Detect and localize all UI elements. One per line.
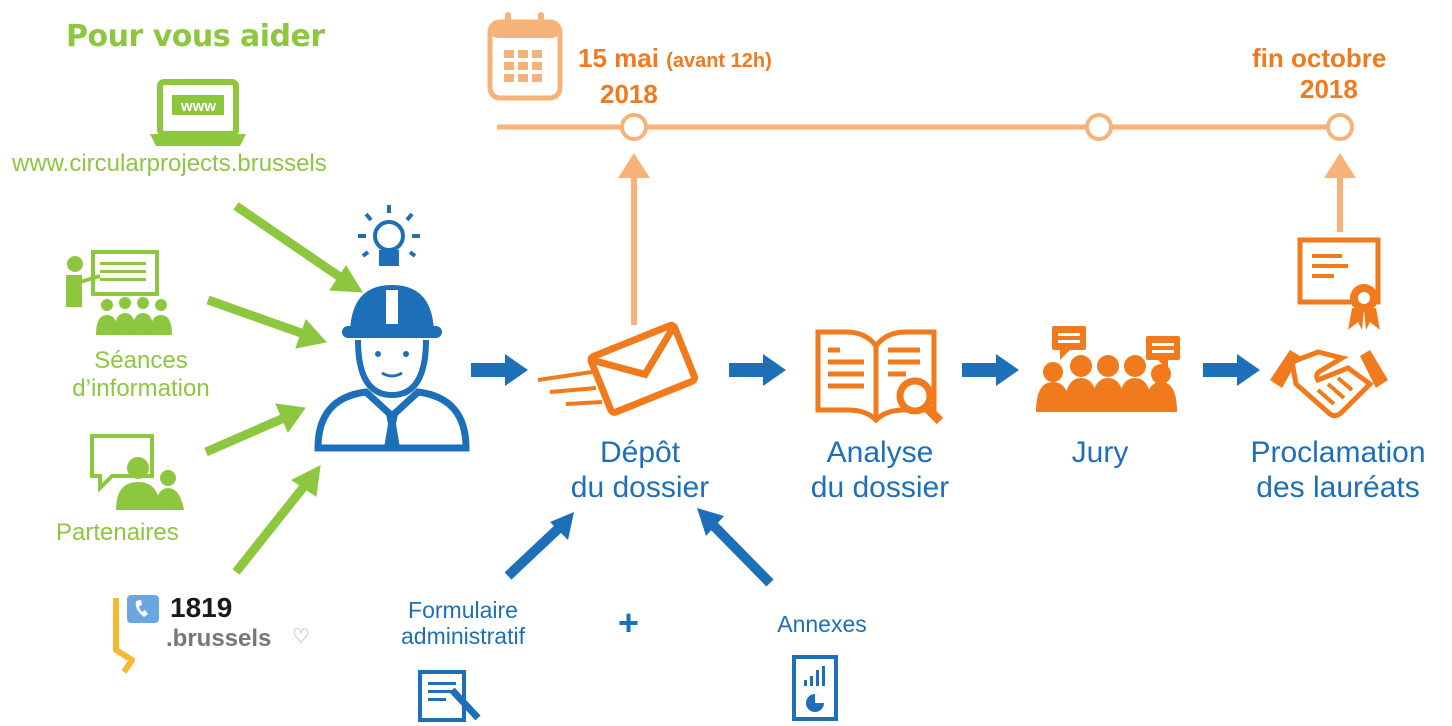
sessions-label-line2: d’information: [72, 374, 210, 402]
timeline-node-start: [620, 113, 648, 141]
worker-icon: [314, 285, 470, 452]
end-date: fin octobre: [1252, 43, 1387, 73]
stage-depot: Dépôt du dossier: [560, 436, 720, 505]
stage-depot-line1: Dépôt: [599, 436, 681, 469]
chat-people-icon: [90, 434, 184, 510]
annex-icon: [792, 655, 838, 721]
stage-proclamation-line2: des lauréats: [1256, 470, 1420, 504]
start-date: 15 mai (avant 12h): [578, 43, 772, 74]
stage-analyse-line2: du dossier: [810, 470, 950, 504]
lightbulb-icon: [358, 205, 420, 266]
hotline-number: 1819: [170, 592, 233, 623]
sessions-label-line1: Séances: [94, 347, 188, 374]
plus-sign: +: [618, 602, 640, 643]
green-arrows: [204, 202, 363, 575]
calendar-icon: [487, 12, 563, 101]
stage-analyse: Analyse du dossier: [795, 436, 965, 505]
end-year: 2018: [1300, 74, 1358, 104]
hotline-domain: .brussels: [166, 625, 272, 652]
jury-icon: [1036, 326, 1180, 412]
annexes-label: Annexes: [777, 611, 867, 637]
timeline-node-end: [1326, 113, 1354, 141]
heart-logo-icon: ♡: [292, 626, 310, 648]
stage-jury-line1: Jury: [1071, 436, 1129, 469]
blue-diagonal-arrows: [504, 508, 774, 587]
www-badge: www: [181, 98, 217, 115]
start-date-note: (avant 12h): [666, 50, 772, 72]
certificate-icon: [1297, 237, 1381, 330]
form-label-line2: administratif: [401, 623, 525, 650]
stage-proclamation: Proclamation des lauréats: [1238, 436, 1438, 505]
form-icon: [418, 670, 481, 722]
stage-analyse-line1: Analyse: [826, 436, 934, 469]
envelope-icon: [537, 321, 699, 416]
presentation-icon: [66, 250, 172, 335]
arrow-up-end: [1324, 153, 1356, 178]
laptop-icon: [150, 79, 246, 146]
timeline: [497, 113, 1356, 325]
timeline-node-middle: [1085, 113, 1113, 141]
start-date-day: 15 mai: [578, 43, 659, 73]
start-year: 2018: [600, 79, 658, 109]
form-label: Formulaire administratif: [372, 597, 554, 650]
arrow-up-start: [618, 153, 650, 178]
help-title: Pour vous aider: [66, 19, 325, 54]
sessions-label: Séances d’information: [55, 347, 227, 402]
stage-jury: Jury: [1040, 436, 1160, 471]
phone-icon: [113, 595, 159, 674]
blue-arrows: [471, 354, 1260, 386]
partners-label: Partenaires: [56, 519, 179, 546]
stage-depot-line2: du dossier: [570, 470, 710, 504]
handshake-icon: [1270, 349, 1388, 419]
website-link[interactable]: www.circularprojects.brussels: [12, 150, 327, 177]
stage-proclamation-line1: Proclamation: [1250, 436, 1426, 469]
form-label-line1: Formulaire: [408, 597, 518, 623]
book-search-icon: [815, 329, 944, 425]
